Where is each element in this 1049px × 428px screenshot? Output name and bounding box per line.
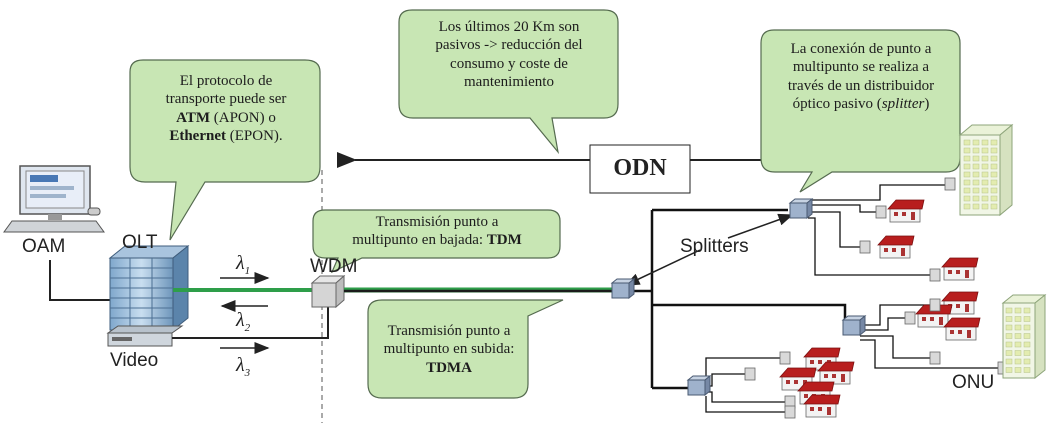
- oam-label: OAM: [22, 236, 66, 257]
- lambda-1-label: λ1: [236, 252, 250, 277]
- splitter-line-1: La conexión de punto a: [790, 41, 932, 57]
- house-icon: [941, 291, 979, 315]
- passive-callout-bubble: [398, 9, 619, 155]
- onu-box-icon: [944, 177, 956, 191]
- splitter-callout-bubble: [760, 29, 961, 193]
- odn-label: ODN: [613, 155, 667, 181]
- house-icon: [803, 394, 841, 418]
- splitter-icon: [610, 277, 636, 300]
- splitters-pointer-down: [624, 249, 701, 286]
- onu-box-icon: [929, 351, 941, 365]
- house-icon: [941, 257, 979, 281]
- upper-branches: [808, 184, 950, 276]
- upstream-callout: Transmisión punto a multipunto en subida…: [371, 322, 527, 377]
- splitter-line-2: multipunto se realiza a: [792, 59, 930, 76]
- onu-box-icon: [904, 311, 916, 325]
- video-wdm-link: [172, 305, 329, 339]
- passive-line-3: consumo y coste de: [450, 55, 568, 72]
- onu-box-icon: [929, 268, 941, 282]
- onu-box-icon: [929, 298, 941, 312]
- passive-line-4: mantenimiento: [464, 73, 554, 90]
- onu-box-icon: [875, 205, 887, 219]
- downstream-line-1: Transmisión punto a: [375, 214, 499, 230]
- splitter-word: splitter: [881, 95, 925, 112]
- protocol-epon: (EPON).: [225, 127, 283, 144]
- onu-box-icon: [779, 351, 791, 365]
- downstream-callout: Transmisión punto a multipunto en bajada…: [316, 213, 558, 250]
- lambda-1-symbol: λ: [236, 252, 245, 274]
- house-icon: [877, 235, 915, 259]
- splitter-line-4a: óptico pasivo (: [792, 95, 882, 112]
- upstream-line-2: multipunto en subida:: [383, 341, 515, 358]
- video-label: Video: [110, 350, 159, 371]
- house-icon: [887, 199, 925, 223]
- building-top-icon: [958, 123, 1014, 217]
- splitter-callout: La conexión de punto a multipunto se rea…: [764, 40, 958, 113]
- splitter-line-4b: ): [924, 95, 930, 112]
- wdm-label: WDM: [310, 256, 358, 277]
- lambda-3-label: λ3: [236, 354, 250, 379]
- lambda-2-symbol: λ: [236, 309, 245, 331]
- odn-box: [589, 144, 691, 194]
- onu-box-icon: [784, 405, 796, 419]
- upstream-callout-bubble: [367, 299, 564, 399]
- wdm-coupler-icon: [310, 274, 346, 309]
- splitters-label: Splitters: [680, 236, 749, 257]
- onu-box-icon: [859, 240, 871, 254]
- middle-branches: [860, 304, 998, 369]
- onu-box-icon: [744, 367, 756, 381]
- lambda-1-index: 1: [244, 265, 251, 277]
- splitter-icon: [841, 314, 867, 337]
- oam-computer-icon: [3, 165, 105, 233]
- downstream-tdm: TDM: [486, 232, 522, 249]
- passive-callout: Los últimos 20 Km son pasivos -> reducci…: [403, 18, 615, 91]
- lower-branches: [705, 357, 785, 413]
- protocol-callout-bubble: [129, 59, 321, 241]
- passive-line-1: Los últimos 20 Km son: [438, 19, 580, 35]
- building-bottom-icon: [1001, 293, 1047, 380]
- downstream-callout-bubble: [312, 209, 561, 274]
- lambda-2-label: λ2: [236, 309, 250, 334]
- protocol-ethernet: Ethernet: [169, 127, 226, 144]
- upstream-tdma: TDMA: [426, 359, 472, 376]
- splitter-icon: [788, 197, 814, 220]
- splitter-line-3: través de un distribuidor: [787, 77, 935, 94]
- onu-label: ONU: [952, 372, 995, 393]
- protocol-line-1: El protocolo de: [179, 73, 273, 89]
- oam-link: [49, 260, 115, 301]
- lambda-3-index: 3: [244, 367, 251, 379]
- splitters-pointer-up: [727, 213, 794, 239]
- protocol-apon: (APON) o: [210, 109, 276, 126]
- lambda-2-index: 2: [244, 322, 251, 334]
- passive-line-2: pasivos -> reducción del: [435, 37, 583, 54]
- lambda-3-symbol: λ: [236, 354, 245, 376]
- upstream-line-1: Transmisión punto a: [387, 323, 511, 339]
- house-icon: [943, 317, 981, 341]
- downstream-line-2: multipunto en bajada:: [352, 232, 487, 249]
- video-device-icon: [106, 325, 184, 347]
- splitter-icon: [686, 374, 712, 397]
- olt-label: OLT: [122, 232, 158, 253]
- house-icon: [817, 361, 855, 385]
- protocol-line-2: transporte puede ser: [165, 91, 287, 108]
- protocol-callout: El protocolo de transporte puede ser ATM…: [138, 72, 314, 145]
- protocol-atm: ATM: [176, 109, 211, 126]
- house-icon: [779, 367, 817, 391]
